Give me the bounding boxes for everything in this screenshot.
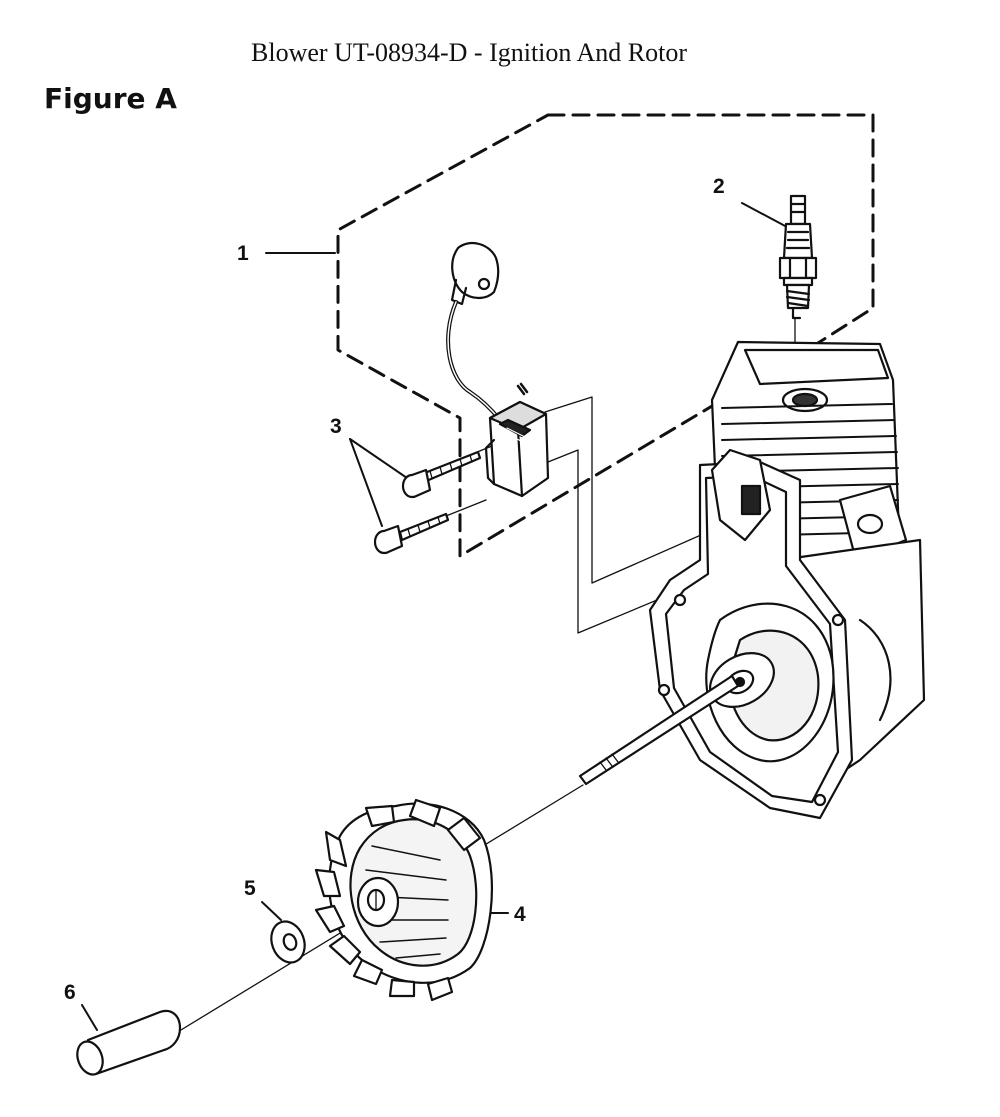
kit-boundary-dashed (336, 113, 875, 558)
callout-2: 2 (713, 175, 725, 198)
callout-3: 3 (330, 415, 342, 438)
callout-6: 6 (64, 981, 76, 1004)
spark-plug (778, 194, 818, 320)
leader-3a (349, 438, 408, 479)
page-title: Blower UT-08934-D - Ignition And Rotor (251, 38, 687, 67)
flywheel-rotor (314, 798, 494, 1002)
callout-4: 4 (514, 903, 526, 926)
coil-screw-lower (373, 499, 487, 555)
coil-screw-upper (401, 445, 493, 499)
callout-1: 1 (237, 242, 249, 265)
ignition-coil (446, 241, 550, 498)
figure-label: Figure A (44, 82, 177, 115)
callout-5: 5 (244, 877, 256, 900)
washer (270, 920, 306, 964)
crankshaft (578, 674, 740, 786)
shaft-pin (76, 1009, 182, 1076)
leader-5 (261, 901, 282, 921)
leader-2 (741, 202, 788, 228)
coil-to-engine-line-a (544, 396, 736, 584)
leader-6 (81, 1004, 98, 1031)
leader-3b (349, 438, 383, 527)
engine-crankcase (648, 448, 926, 820)
